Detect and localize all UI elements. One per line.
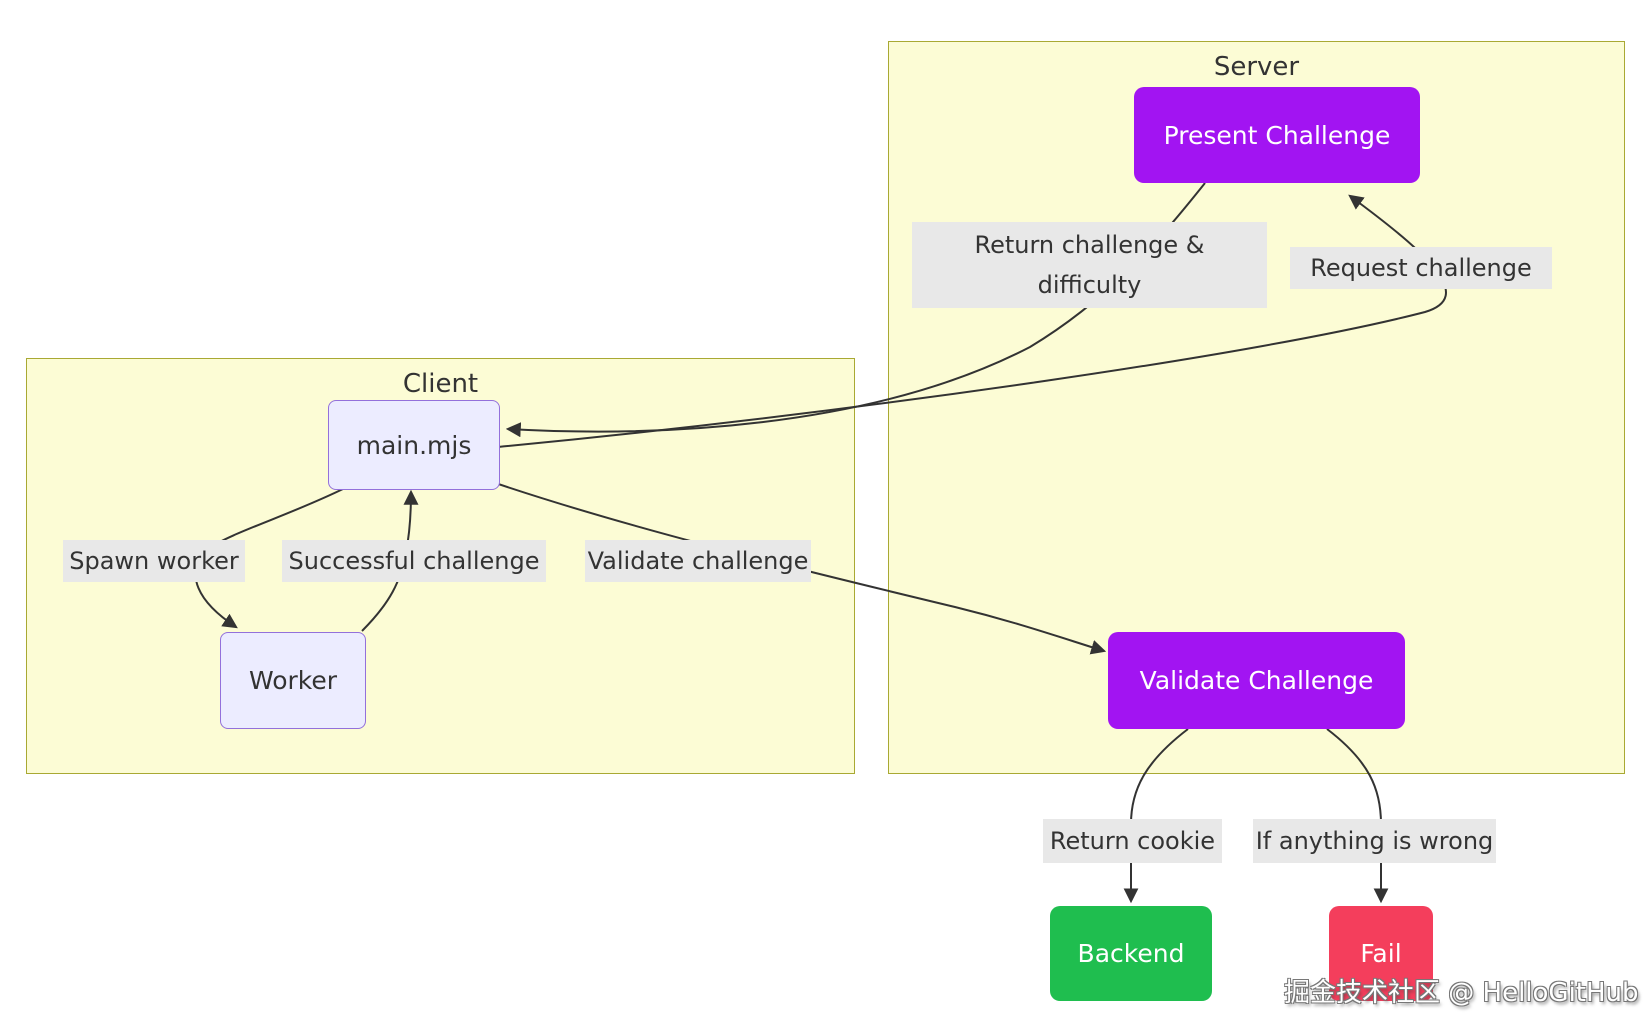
- edge-label-return-cookie: Return cookie: [1043, 819, 1222, 863]
- node-worker: Worker: [220, 632, 366, 729]
- edge-label-text: If anything is wrong: [1255, 827, 1494, 855]
- edge-label-text: Return cookie: [1049, 827, 1216, 855]
- edge-label-spawn-worker: Spawn worker: [63, 540, 245, 582]
- edge-return-cookie: [1123, 728, 1189, 904]
- edge-label-text: Spawn worker: [69, 547, 239, 575]
- edge-label-successful-challenge: Successful challenge: [282, 540, 546, 582]
- edge-validate-challenge: [471, 474, 1107, 655]
- edge-label-validate-challenge: Validate challenge: [585, 540, 811, 582]
- edge-label-request-challenge: Request challenge: [1290, 247, 1552, 289]
- edge-label-text: Request challenge: [1310, 254, 1532, 282]
- edge-label-text: Validate challenge: [587, 547, 809, 575]
- watermark: 掘金技术社区 @ HelloGitHub: [1284, 978, 1639, 1008]
- node-validate-challenge: Validate Challenge: [1108, 632, 1405, 729]
- edge-label-if-anything-wrong: If anything is wrong: [1253, 819, 1496, 863]
- node-fail: Fail: [1329, 906, 1433, 1001]
- node-present-challenge: Present Challenge: [1134, 87, 1420, 183]
- node-backend: Backend: [1050, 906, 1212, 1001]
- edge-label-text: Return challenge & difficulty: [974, 231, 1205, 299]
- edge-label-text: Successful challenge: [288, 547, 540, 575]
- subgraph-server-title: Server: [1213, 52, 1300, 82]
- edge-label-return-challenge-difficulty: Return challenge & difficulty: [912, 222, 1267, 308]
- node-main-mjs: main.mjs: [328, 400, 500, 490]
- edge-if-anything-wrong: [1326, 728, 1389, 904]
- subgraph-client-title: Client: [402, 369, 479, 399]
